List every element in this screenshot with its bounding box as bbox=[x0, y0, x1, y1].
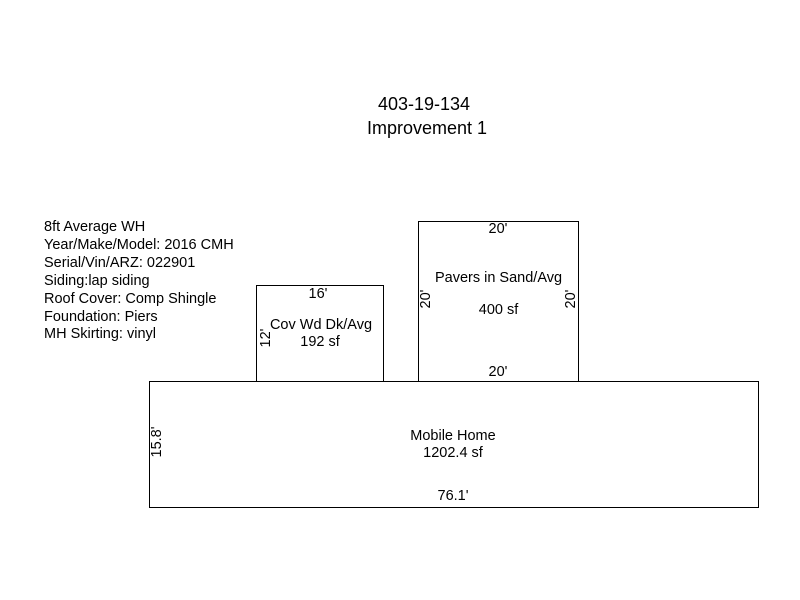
improvement-title: Improvement 1 bbox=[366, 118, 488, 138]
pavers-bottom-dimension: 20' bbox=[488, 364, 508, 380]
mobile-home-side-dimension: 15.8' bbox=[149, 426, 165, 458]
mobile-home-name: Mobile Home bbox=[410, 428, 496, 444]
parcel-number: 403-19-134 bbox=[377, 94, 471, 114]
mobile-home-outline bbox=[149, 381, 759, 508]
note-foundation: Foundation: Piers bbox=[44, 308, 158, 325]
note-serial: Serial/Vin/ARZ: 022901 bbox=[44, 254, 196, 271]
deck-top-dimension: 16' bbox=[308, 286, 328, 302]
note-skirting: MH Skirting: vinyl bbox=[44, 326, 156, 343]
pavers-name: Pavers in Sand/Avg bbox=[434, 270, 563, 286]
mobile-home-area: 1202.4 sf bbox=[423, 445, 483, 461]
deck-name: Cov Wd Dk/Avg bbox=[269, 317, 373, 333]
note-roof-cover: Roof Cover: Comp Shingle bbox=[44, 290, 217, 307]
pavers-top-dimension: 20' bbox=[488, 221, 508, 237]
deck-area: 192 sf bbox=[300, 334, 340, 350]
note-year-make-model: Year/Make/Model: 2016 CMH bbox=[44, 236, 234, 253]
mobile-home-bottom-dimension: 76.1' bbox=[437, 488, 469, 504]
pavers-area: 400 sf bbox=[478, 302, 519, 318]
note-wh: 8ft Average WH bbox=[44, 219, 146, 235]
note-siding: Siding:lap siding bbox=[44, 272, 150, 289]
pavers-right-dimension: 20' bbox=[563, 289, 579, 309]
pavers-left-dimension: 20' bbox=[418, 289, 434, 309]
property-notes: 8ft Average WH Year/Make/Model: 2016 CMH… bbox=[44, 219, 234, 344]
